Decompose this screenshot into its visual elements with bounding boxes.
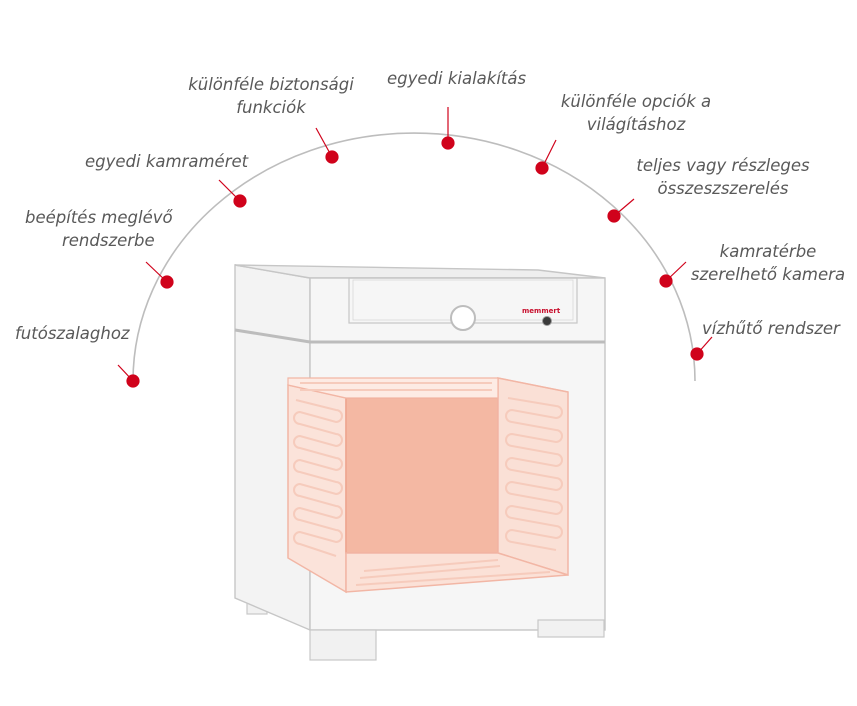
label-heating-strip: futószalaghoz: [15, 324, 130, 343]
label-safety: különféle biztonsági funkciók: [188, 75, 354, 117]
dot-assembly: [607, 209, 621, 223]
label-lighting: különféle opciók a világításhoz: [560, 92, 712, 134]
heating-coil-ceiling: [300, 382, 492, 391]
dot-heating-strip: [126, 374, 140, 388]
chamber-back-wall: [345, 397, 499, 554]
label-integration: beépítés meglévő rendszerbe: [25, 208, 173, 250]
dot-camera: [659, 274, 673, 288]
label-assembly: teljes vagy részleges összeszszerelés: [636, 156, 810, 198]
oven-foot-front-left: [309, 629, 377, 661]
oven-panel-separator: [234, 328, 605, 344]
label-custom-design: egyedi kialakítás: [387, 69, 527, 88]
control-knob: [450, 305, 476, 331]
label-chamber-size: egyedi kamraméret: [85, 152, 249, 171]
heating-coil-floor: [355, 559, 551, 586]
label-camera: kamratérbe szerelhető kamera: [690, 242, 846, 284]
brand-logo: memmert: [522, 307, 561, 315]
power-button: [542, 316, 552, 326]
dot-safety: [325, 150, 339, 164]
heating-coil-right: [505, 397, 563, 551]
dot-water-cooling: [690, 347, 704, 361]
feature-arc: [132, 132, 696, 382]
dot-custom-design: [441, 136, 455, 150]
heating-coil-left: [293, 399, 343, 557]
dot-integration: [160, 275, 174, 289]
oven-chamber: [287, 377, 569, 594]
feature-markers: [117, 107, 713, 388]
oven-foot-front-right: [537, 619, 605, 638]
dot-lighting: [535, 161, 549, 175]
dot-chamber-size: [233, 194, 247, 208]
label-water-cooling: vízhűtő rendszer: [702, 319, 840, 338]
